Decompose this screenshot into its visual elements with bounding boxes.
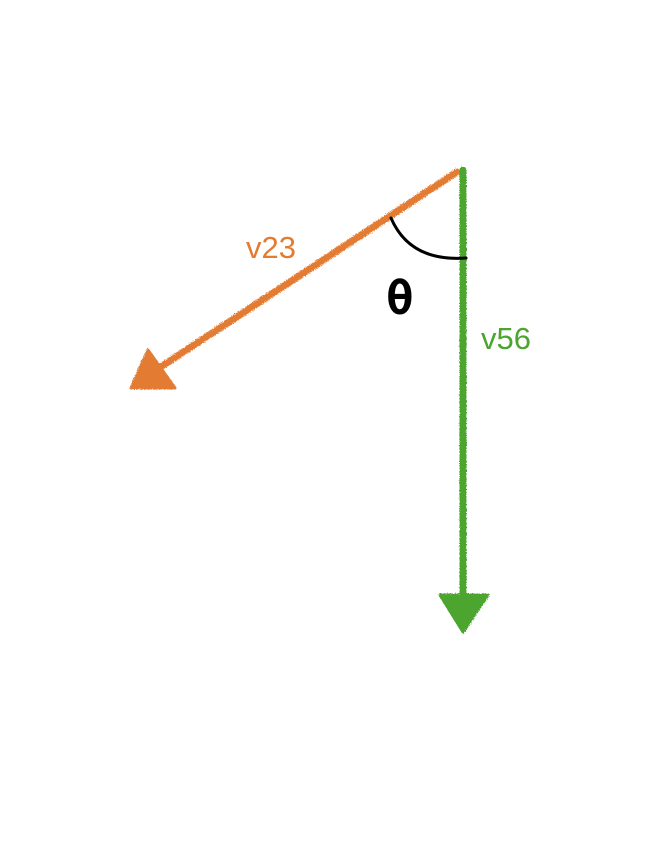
angle-arc (389, 216, 468, 260)
vector-v23-arrowhead (129, 348, 177, 390)
vector-v23-label: v23 (246, 230, 296, 265)
vector-v23 (129, 168, 461, 390)
vector-v56-arrowhead (438, 593, 490, 634)
vector-v23-shaft (152, 168, 461, 374)
vector-v56-label: v56 (481, 321, 531, 356)
vector-v56 (438, 166, 490, 634)
angle-theta-label: θ (386, 271, 414, 325)
